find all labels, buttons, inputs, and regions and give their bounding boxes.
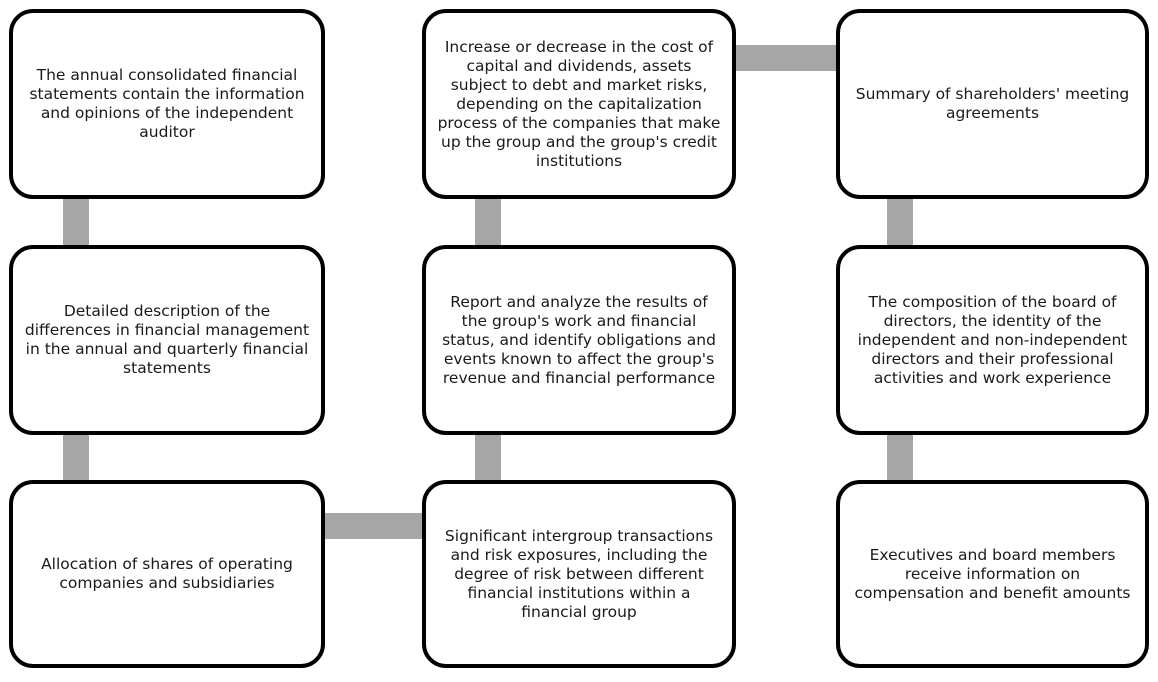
step-box-cost-of-capital: Increase or decrease in the cost of capi…	[422, 9, 736, 199]
step-box-shareholder-agreements: Summary of shareholders' meeting agreeme…	[836, 9, 1149, 199]
step-text: Report and analyze the results of the gr…	[442, 292, 716, 387]
connector-col3-mid-to-bottom	[887, 428, 913, 488]
step-box-intergroup-transactions: Significant intergroup transactions and …	[422, 480, 736, 668]
connector-col1-top-to-mid	[63, 190, 89, 254]
step-text: Significant intergroup transactions and …	[444, 526, 714, 621]
step-box-executive-compensation: Executives and board members receive inf…	[836, 480, 1149, 668]
step-text: Summary of shareholders' meeting agreeme…	[855, 85, 1130, 122]
step-text: Executives and board members receive inf…	[854, 545, 1131, 602]
step-box-board-composition: The composition of the board of director…	[836, 245, 1149, 435]
step-text: The composition of the board of director…	[857, 292, 1128, 387]
step-box-results-report: Report and analyze the results of the gr…	[422, 245, 736, 435]
connector-col1-to-col2-bottom	[318, 513, 428, 539]
connector-col2-top-to-col3-top	[728, 45, 843, 71]
step-box-share-allocation: Allocation of shares of operating compan…	[9, 480, 325, 668]
connector-col1-mid-to-bottom	[63, 428, 89, 488]
step-text: Increase or decrease in the cost of capi…	[437, 37, 721, 170]
step-text: Allocation of shares of operating compan…	[41, 555, 293, 592]
connector-col3-top-to-mid	[887, 190, 913, 254]
step-text: The annual consolidated financial statem…	[29, 66, 305, 141]
step-text: Detailed description of the differences …	[24, 302, 310, 377]
step-box-financial-management-differences: Detailed description of the differences …	[9, 245, 325, 435]
step-box-auditor-opinion: The annual consolidated financial statem…	[9, 9, 325, 199]
connector-col2-mid-to-top	[475, 190, 501, 254]
connector-col2-bottom-to-mid	[475, 428, 501, 488]
